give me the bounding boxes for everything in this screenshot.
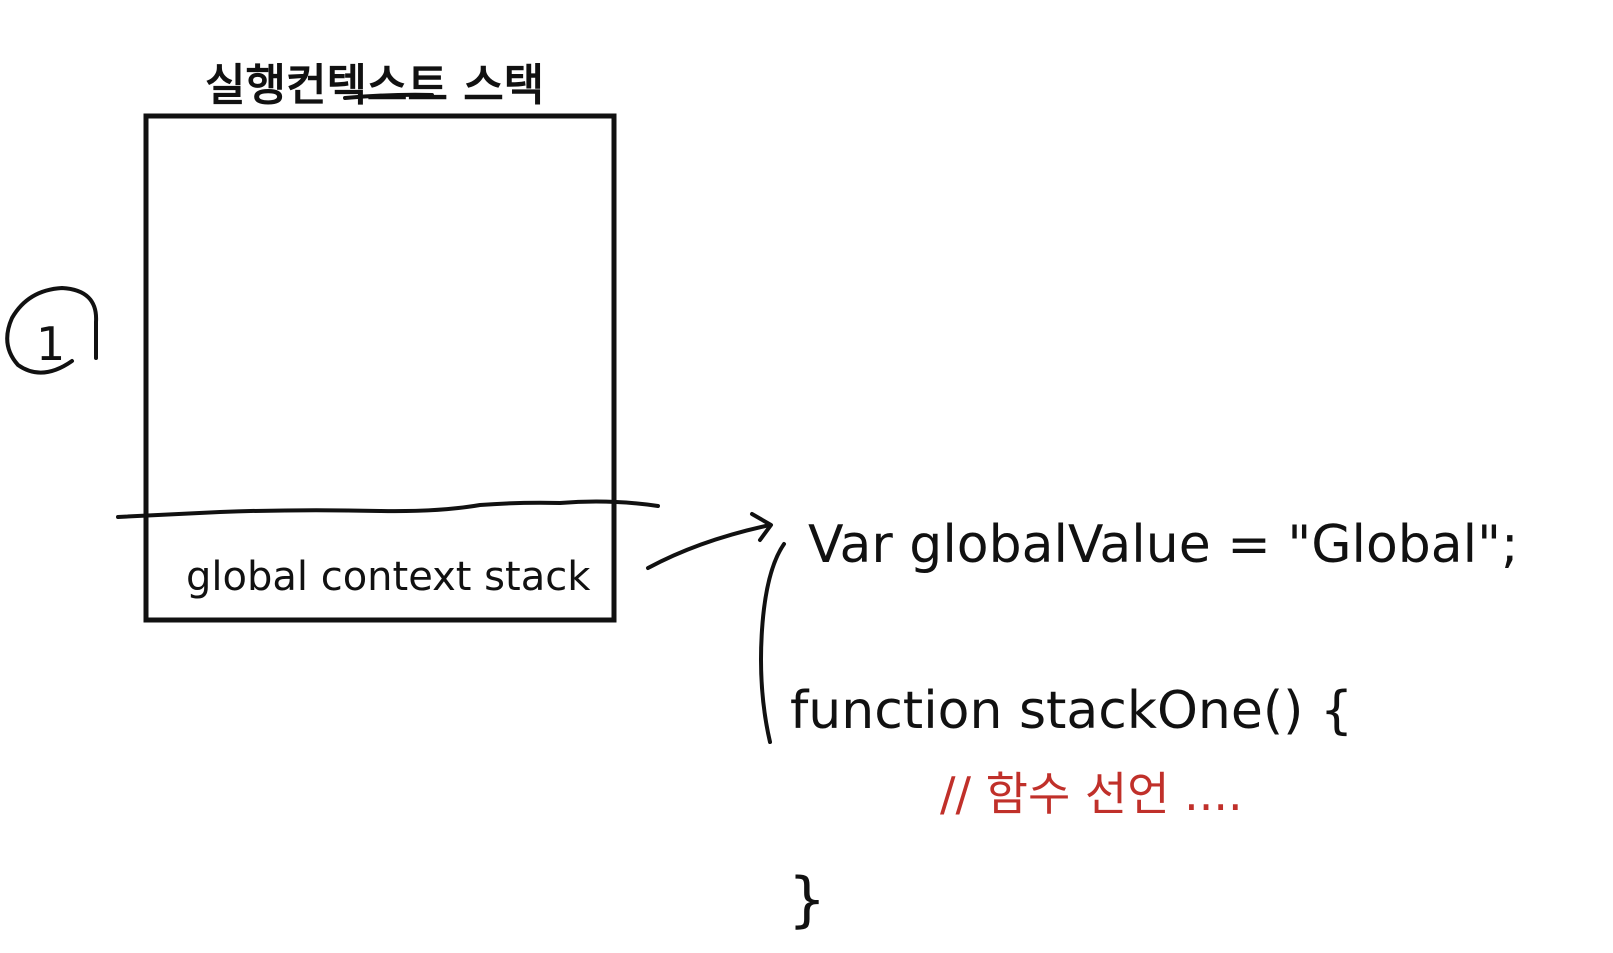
- step-marker-circle: [5, 286, 99, 375]
- code-block-bracket: [759, 542, 786, 744]
- execution-context-stack-box: [143, 113, 617, 623]
- code-line-comment: // 함수 선언 ....: [940, 767, 1243, 821]
- title-underline: [343, 92, 434, 100]
- global-frame-divider: [116, 499, 660, 519]
- code-line-function: function stackOne() {: [790, 681, 1353, 741]
- global-context-stack-label: global context stack: [186, 554, 591, 600]
- step-marker-number: 1: [36, 317, 65, 371]
- code-line-close-brace: }: [788, 865, 826, 935]
- frame-to-code-arrowhead: [750, 512, 773, 542]
- stack-title: 실행컨텍스트 스택: [205, 60, 544, 111]
- frame-to-code-arrow: [646, 523, 772, 570]
- code-line-var: Var globalValue = "Global";: [808, 515, 1519, 575]
